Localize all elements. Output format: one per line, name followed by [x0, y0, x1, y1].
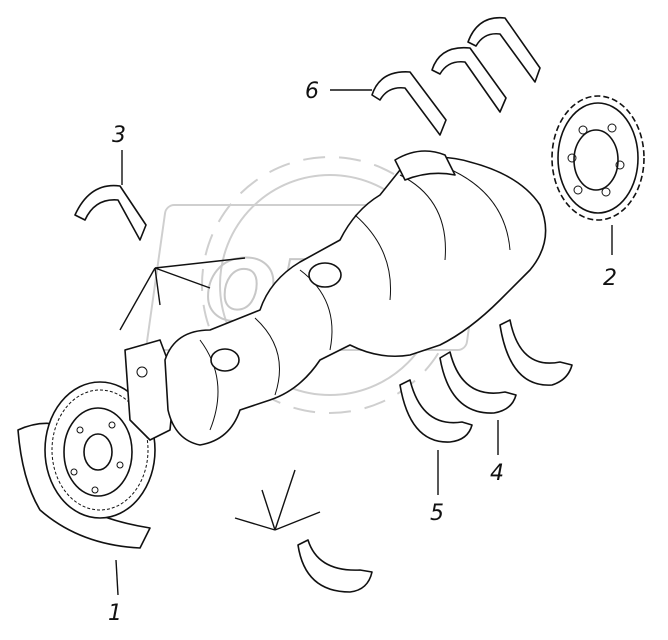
bearing-shells-4-5 — [297, 319, 573, 593]
callout-1: 1 — [108, 601, 122, 626]
callouts: 1 2 3 4 5 6 — [108, 79, 617, 626]
callout-6: 6 — [305, 79, 319, 104]
callout-5: 5 — [430, 501, 444, 526]
bearing-shell-3 — [74, 184, 147, 241]
callout-3: 3 — [112, 123, 126, 148]
leader-lines — [115, 89, 613, 596]
callout-2: 2 — [603, 266, 617, 291]
crankshaft — [164, 150, 547, 446]
callout-4: 4 — [490, 461, 504, 486]
flywheel-assembly — [17, 339, 176, 549]
bearing-shells-6 — [371, 16, 541, 136]
timing-gear — [551, 95, 645, 221]
